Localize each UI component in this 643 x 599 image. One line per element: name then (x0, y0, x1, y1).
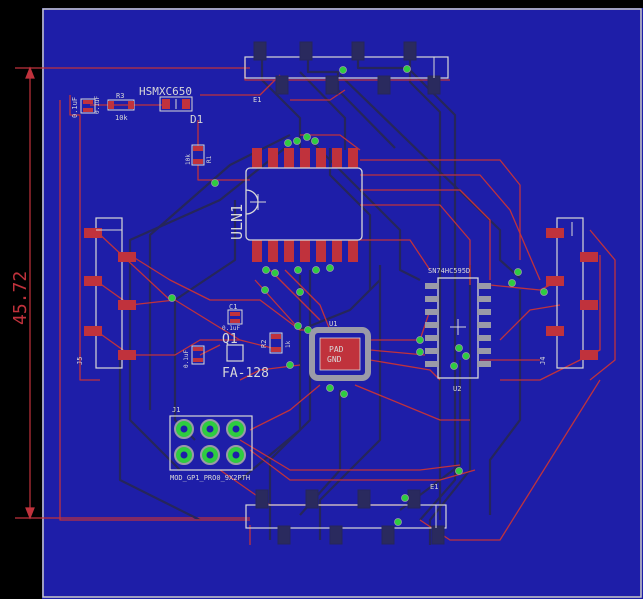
cap-c2 (191, 345, 205, 365)
cap-c1-value: 0.1uF (222, 325, 240, 332)
connector-e1-top (244, 41, 449, 95)
ic-u1-pad-line2: GND (327, 355, 342, 364)
cap-top-left-name: 0.1uF (94, 96, 101, 114)
dimension-label: 45.72 (10, 271, 31, 325)
header-j5 (84, 217, 136, 369)
cap-top-left-value: 0.1uF (71, 97, 79, 118)
cap-c1 (227, 309, 243, 325)
resistor-r1 (191, 144, 205, 166)
vias (168, 65, 548, 526)
e1-top-label: E1 (253, 96, 261, 104)
crystal-q1-value: FA-128 (222, 366, 269, 381)
led-d1 (159, 96, 193, 112)
resistor-r3-value: 10k (115, 114, 128, 122)
bottom-copper-traces (118, 55, 522, 545)
ic-u1 (309, 327, 371, 381)
ic-u2 (425, 277, 491, 379)
ic-uln1-label: ULN1 (228, 204, 246, 240)
crystal-q1 (226, 344, 244, 362)
header-j1-name: J1 (172, 406, 180, 414)
ic-u1-name: U1 (329, 320, 337, 328)
cap-c2-value: 0.1uF (183, 350, 190, 368)
board-outline (42, 8, 642, 598)
crystal-q1-name: Q1 (222, 332, 238, 347)
cap-top-left (80, 98, 96, 114)
ic-uln1 (245, 148, 363, 262)
cap-c1-name: C1 (229, 303, 237, 311)
header-j1 (169, 415, 253, 471)
connector-e1-bottom (245, 489, 447, 545)
led-d1-value: HSMXC650 (139, 85, 192, 98)
header-j4 (546, 217, 598, 369)
resistor-r2-value: 1k (285, 340, 292, 348)
header-j5-label: J5 (76, 357, 84, 365)
ic-u2-value: SN74HC595D (428, 267, 470, 275)
ic-u2-name: U2 (453, 385, 461, 393)
ic-u1-pad-line1: PAD (329, 345, 344, 354)
led-d1-name: D1 (190, 113, 203, 126)
resistor-r2 (269, 332, 283, 354)
resistor-r1-value: 10k (185, 154, 192, 165)
e1-bottom-label: E1 (430, 483, 438, 491)
resistor-r3-name: R3 (116, 92, 124, 100)
resistor-r1-name: R1 (206, 155, 213, 163)
resistor-r2-name: R2 (260, 340, 268, 348)
header-j4-label: J4 (539, 357, 547, 365)
header-j1-value: MOD_GP1_PRO0_9X2PTH (170, 474, 250, 482)
dimension-marker (15, 66, 250, 520)
resistor-r3 (107, 99, 135, 111)
